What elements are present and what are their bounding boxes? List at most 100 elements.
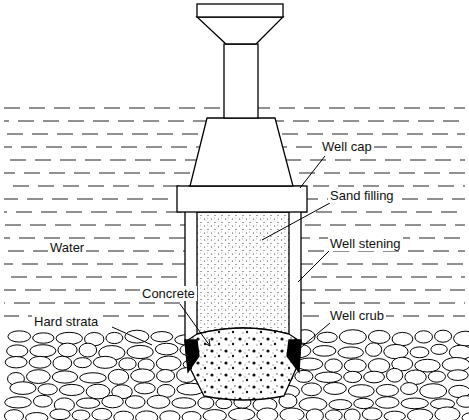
stone <box>344 409 360 420</box>
stone <box>368 330 390 343</box>
stone <box>401 398 428 409</box>
stone <box>364 371 385 383</box>
stone <box>29 356 51 368</box>
concrete-plug <box>185 328 301 400</box>
stone <box>72 410 90 420</box>
stone <box>384 411 405 420</box>
stone <box>415 331 433 343</box>
stone <box>5 397 32 408</box>
stone <box>114 411 134 420</box>
stone <box>280 408 304 420</box>
stone <box>33 395 52 407</box>
stone <box>157 369 175 382</box>
leader-line <box>180 304 210 346</box>
stone <box>4 410 23 420</box>
stone <box>50 409 70 420</box>
stone <box>198 397 214 409</box>
stone <box>134 383 155 394</box>
stone <box>131 369 155 382</box>
stone <box>354 398 374 408</box>
stone <box>30 345 56 357</box>
stone <box>407 409 432 420</box>
arrow-head <box>204 339 210 346</box>
leader-line <box>298 250 330 282</box>
stone <box>435 407 460 420</box>
stone <box>462 412 469 420</box>
stone <box>344 359 366 372</box>
stone <box>8 331 31 342</box>
stone <box>52 371 77 383</box>
stone <box>324 383 347 395</box>
part-label: Well stening <box>328 236 403 251</box>
stone <box>33 333 54 343</box>
stone <box>203 410 226 420</box>
water-label: Water <box>48 240 86 255</box>
part-label: Sand filling <box>328 188 396 203</box>
stone <box>435 330 452 342</box>
stone <box>79 343 97 357</box>
leader-lines <box>112 156 330 355</box>
stone <box>26 370 50 384</box>
part-label: Concrete <box>140 286 197 301</box>
stone <box>313 346 336 357</box>
stone <box>329 400 352 410</box>
stone <box>338 347 364 358</box>
stone <box>151 332 173 342</box>
stone <box>160 411 180 420</box>
stone <box>362 408 382 420</box>
stone <box>401 383 418 395</box>
stone <box>454 331 469 346</box>
stone <box>125 396 145 409</box>
stone <box>302 383 322 396</box>
stone <box>155 343 178 355</box>
stone <box>74 358 92 368</box>
stone <box>59 384 84 395</box>
leader-line <box>112 327 152 345</box>
part-label: Well cap <box>320 139 374 154</box>
well-structure <box>177 4 307 400</box>
stone <box>38 384 57 395</box>
stone <box>93 356 116 368</box>
stone <box>172 398 196 408</box>
stone <box>386 368 402 382</box>
part-label: Well crub <box>328 308 386 323</box>
stone <box>136 411 158 420</box>
stone <box>295 370 313 382</box>
stone <box>410 347 429 358</box>
deck-seat <box>197 4 283 17</box>
stone <box>428 371 445 382</box>
stone <box>26 413 48 420</box>
stone <box>325 359 342 372</box>
stone <box>156 356 181 371</box>
stone <box>448 370 469 381</box>
stone <box>344 371 362 382</box>
stone <box>228 408 254 420</box>
stone <box>125 330 149 343</box>
leader-line <box>300 156 325 188</box>
stone <box>92 408 112 420</box>
well-cap <box>177 186 307 212</box>
pier-column <box>224 44 258 118</box>
stone <box>392 332 413 345</box>
stone <box>182 411 201 420</box>
sand-filling <box>197 212 289 334</box>
leader-line <box>262 203 330 240</box>
stone <box>457 396 469 408</box>
stone <box>315 372 342 382</box>
stone <box>257 408 278 420</box>
leader-line <box>292 323 330 355</box>
stone <box>10 382 36 395</box>
stone <box>102 395 124 407</box>
stone <box>127 345 153 358</box>
stone <box>80 373 107 383</box>
stone <box>365 343 381 357</box>
stone <box>106 332 123 343</box>
well-stening <box>185 210 301 342</box>
stone <box>375 397 399 408</box>
stone <box>119 358 136 370</box>
stone <box>5 357 27 368</box>
stone <box>339 330 366 344</box>
stone <box>420 384 447 399</box>
